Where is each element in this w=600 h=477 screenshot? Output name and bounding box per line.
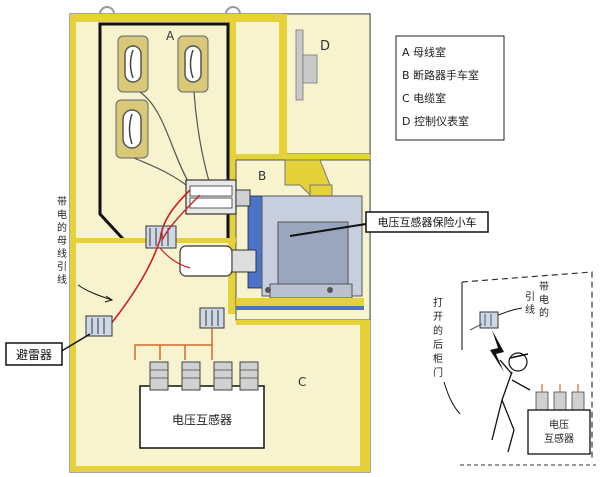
worker-figure (491, 352, 531, 453)
vt-trolley-label: 电压互感器保险小车 (378, 215, 477, 229)
legend-item-d: D 控制仪表室 (402, 114, 469, 128)
busbar-insulator-1 (117, 35, 149, 93)
open-rear-door-char-2: 开 (433, 312, 443, 323)
live-bus-lead-char-1: 带 (57, 196, 67, 208)
live-bus-lead-char-2: 电 (57, 208, 67, 221)
inset-voltage-transformer: 电压 互感器 (527, 384, 591, 455)
switchgear-cabinet: D A (69, 6, 371, 473)
busbar-insulator-3 (115, 99, 149, 159)
open-rear-door-char-1: 打 (433, 296, 443, 309)
vt-bushing-3 (213, 361, 233, 391)
arrester-label: 避雷器 (16, 348, 52, 362)
live-lead-char-2: 电 (539, 293, 549, 306)
vt-bushing-4 (239, 361, 259, 391)
compartment-d-label: D (320, 39, 330, 54)
compartment-c: C (85, 189, 306, 449)
contact-arms (179, 179, 257, 277)
vt-trolley-callout: 电压互感器保险小车 (289, 211, 489, 237)
open-rear-door-char-6: 门 (433, 366, 443, 379)
vt-bushing-1 (149, 361, 169, 391)
live-lead-char-3: 的 (539, 306, 549, 319)
open-rear-door-label: 打 开 的 后 柜 门 (433, 296, 461, 415)
open-rear-door-char-3: 的 (433, 324, 443, 337)
live-lead-char-5: 线 (525, 303, 535, 316)
legend-item-b: B 断路器手车室 (402, 68, 479, 82)
live-lead-char-1: 带 (539, 281, 549, 293)
legend-item-a: A 母线室 (402, 45, 446, 59)
compartment-d: D (279, 13, 371, 155)
compartment-b: B (235, 159, 371, 321)
busbar-insulator-2 (177, 35, 209, 93)
surge-terminal (199, 307, 225, 329)
live-lead-char-4: 引 (525, 291, 535, 303)
live-bus-lead-label: 带 电 的 母 线 引 线 (57, 196, 114, 303)
inset-vt-label-2: 互感器 (544, 432, 574, 445)
vt-bushing-2 (181, 361, 201, 391)
compartment-a: A (98, 22, 230, 242)
rear-door-inset: 打 开 的 后 柜 门 带 电 的 引 线 (433, 271, 596, 466)
legend-item-c: C 电缆室 (402, 91, 446, 105)
lifting-eyes (99, 6, 241, 15)
compartment-b-label: B (258, 169, 266, 183)
legend: A 母线室 B 断路器手车室 C 电缆室 D 控制仪表室 (395, 35, 505, 141)
compartment-a-label: A (166, 29, 175, 43)
live-terminal (469, 311, 499, 331)
arrester-callout: 避雷器 (5, 333, 91, 366)
compartment-c-label: C (298, 375, 306, 389)
voltage-transformer-label: 电压互感器 (172, 412, 232, 427)
lightning-arrester (85, 315, 113, 337)
live-bus-lead-char-5: 线 (57, 247, 67, 260)
inset-vt-label-1: 电压 (549, 418, 569, 431)
live-bus-lead-char-3: 的 (57, 221, 67, 234)
live-lead-label: 带 电 的 引 线 (491, 281, 549, 319)
live-bus-lead-char-6: 引 (57, 261, 67, 273)
open-rear-door-char-4: 后 (433, 339, 443, 351)
voltage-transformer: 电压互感器 (139, 361, 265, 449)
open-rear-door-char-5: 柜 (433, 352, 443, 365)
live-bus-lead-char-7: 线 (57, 273, 67, 286)
live-bus-lead-char-4: 母 (57, 235, 67, 247)
electric-shock-bolt (490, 330, 504, 372)
